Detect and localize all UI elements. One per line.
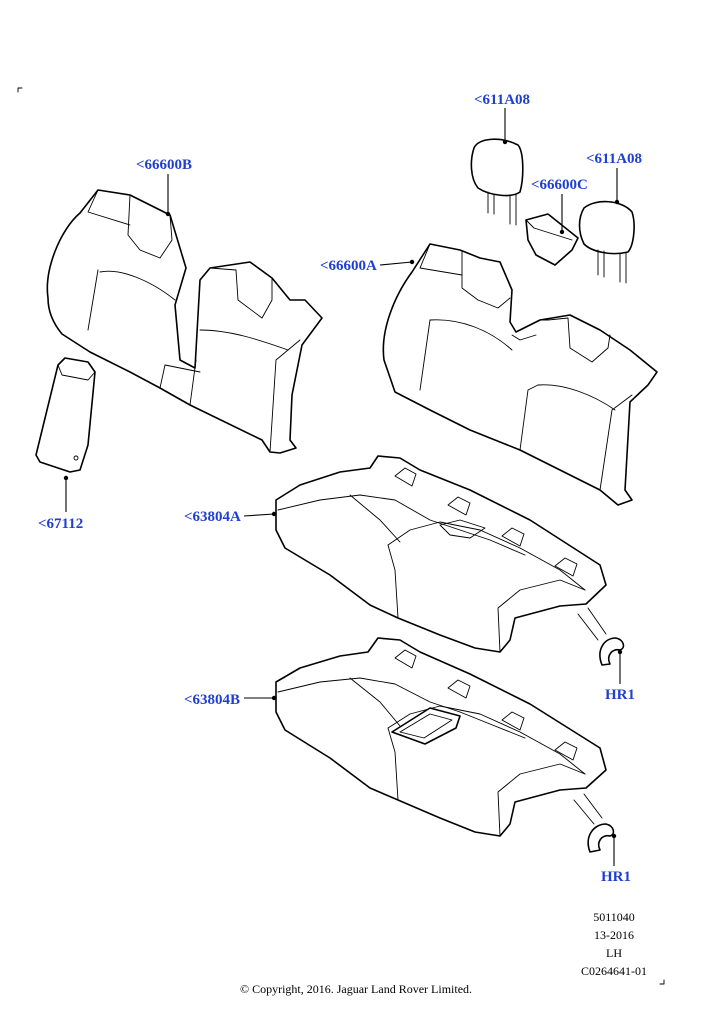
cushion-a-part <box>275 455 607 653</box>
drawing-side: LH <box>606 946 622 960</box>
callout-66600b[interactable]: <66600B <box>136 157 193 173</box>
callout-66600c[interactable]: <66600C <box>531 177 588 193</box>
callout-67112[interactable]: <67112 <box>38 516 84 532</box>
leader-66600a <box>379 261 413 266</box>
callout-66600a[interactable]: <66600A <box>320 258 377 274</box>
armrest-part <box>35 357 96 473</box>
callout-611a08-right[interactable]: <611A08 <box>586 151 643 167</box>
callout-611a08-left[interactable]: <611A08 <box>474 92 531 108</box>
leader-dot-66600a <box>409 259 415 265</box>
backrest-right-part <box>382 243 658 506</box>
backrest-left-part <box>46 189 323 454</box>
leader-dot-611a08-right <box>614 199 620 205</box>
headrest-left-part <box>470 138 524 226</box>
leader-dot-63804b <box>271 695 277 701</box>
leader-63804a <box>243 513 275 517</box>
headrest-right-part <box>578 200 635 284</box>
callout-63804b[interactable]: <63804B <box>184 692 241 708</box>
center-cover-part <box>525 213 579 266</box>
cushion-b-part <box>275 637 607 837</box>
callout-hr1-1[interactable]: HR1 <box>605 687 635 703</box>
callout-63804a[interactable]: <63804A <box>184 509 241 525</box>
leader-dot-66600b <box>165 211 171 217</box>
leader-dot-611a08-left <box>502 139 508 145</box>
corner-marks <box>17 87 665 985</box>
leader-dot-63804a <box>271 511 277 517</box>
leader-dot-hr1-1 <box>617 649 623 655</box>
drawing-code: C0264641-01 <box>581 964 647 978</box>
leader-dot-hr1-2 <box>611 833 617 839</box>
callout-hr1-2[interactable]: HR1 <box>601 869 631 885</box>
hog-ring-1-part <box>577 607 625 666</box>
hog-ring-2-part <box>573 793 615 853</box>
leader-dot-67112 <box>63 475 69 481</box>
copyright-notice: © Copyright, 2016. Jaguar Land Rover Lim… <box>239 982 473 996</box>
leader-dot-66600c <box>559 229 565 235</box>
drawing-date: 13-2016 <box>594 928 634 942</box>
leader-lines <box>63 108 623 866</box>
drawing-number: 5011040 <box>593 910 635 924</box>
